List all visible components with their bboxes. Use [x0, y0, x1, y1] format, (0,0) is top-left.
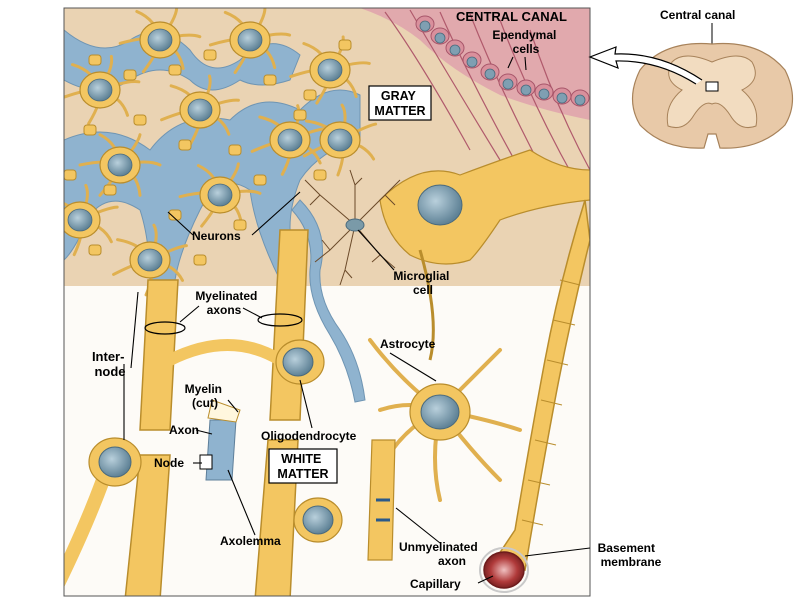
panel-border: [63, 7, 591, 597]
ependymal-cell: [445, 39, 465, 57]
synaptic-knob: [133, 114, 147, 126]
inset-central-canal-label: Central canal: [660, 8, 735, 22]
synaptic-knob: [193, 254, 207, 266]
synaptic-knob: [313, 169, 327, 181]
basement-membrane-label: Basement membrane: [598, 541, 662, 569]
neuron-cell-body: [208, 8, 292, 74]
neuron-processes: [64, 8, 378, 297]
neuron-cell-body: [302, 103, 378, 177]
synaptic-knob: [253, 174, 267, 186]
ependymal-cell: [415, 15, 435, 33]
svg-text:WHITE MATTER: WHITE MATTER: [277, 452, 328, 481]
capillary: [479, 199, 590, 593]
microglial-cell-label: Microglial cell: [393, 269, 452, 297]
neuron-cell-body: [118, 8, 202, 74]
white-matter-box: WHITE MATTER: [268, 448, 338, 484]
neuron-cell-body: [289, 35, 371, 105]
synaptic-knob: [228, 144, 242, 156]
spinal-cord-inset: Central canal: [588, 8, 794, 149]
synaptic-knob: [88, 54, 102, 66]
labels: CENTRAL CANAL Ependymal cells GRAY MATTE…: [92, 9, 662, 591]
capillary-label: Capillary: [410, 577, 461, 591]
neuron-cell-body: [78, 133, 162, 197]
synaptic-knob: [168, 209, 182, 221]
central-canal-title: CENTRAL CANAL: [456, 9, 567, 24]
gray-matter-label: GRAY: [381, 89, 417, 103]
synaptic-knob: [88, 244, 102, 256]
pointer-arrow: [588, 46, 703, 85]
ependymal-cell: [480, 63, 500, 81]
axon-label: Axon: [169, 423, 199, 437]
synaptic-knob: [103, 184, 117, 196]
oligodendrocyte: [275, 339, 325, 385]
neuron-cell-body: [160, 74, 240, 146]
synaptic-knob: [303, 89, 317, 101]
astrocyte: [368, 338, 522, 502]
synaptic-knob: [168, 64, 182, 76]
node-cell-bodies: [88, 437, 343, 543]
synaptic-knob: [263, 74, 277, 86]
oligodendrocyte-label: Oligodendrocyte: [261, 429, 357, 443]
ependymal-cell: [462, 51, 482, 69]
unmyelinated-axon-label: Unmyelinated axon: [399, 540, 481, 568]
leader-lines: [123, 56, 591, 584]
node-label: Node: [154, 456, 184, 470]
large-neuron: [379, 149, 590, 361]
svg-text:GRAY MATTER: GRAY MATTER: [374, 89, 425, 118]
internode-label: Inter- node: [92, 349, 128, 379]
ependymal-cell: [516, 79, 536, 97]
ependymal-cell: [498, 73, 518, 91]
neuron-cell-body: [250, 104, 330, 176]
main-panel: [64, 8, 590, 596]
synaptic-knob: [123, 69, 137, 81]
gray-matter-box: GRAY MATTER: [368, 85, 432, 121]
neurons-label: Neurons: [192, 229, 241, 243]
synaptic-knob: [83, 124, 97, 136]
axolemma-label: Axolemma: [220, 534, 281, 548]
ependymal-cells: [415, 15, 590, 107]
ependymal-cells-label: Ependymal cells: [492, 28, 559, 56]
ependymal-cell: [552, 87, 572, 105]
synaptic-knob: [64, 169, 77, 181]
axon-rings: [144, 313, 303, 335]
synaptic-knob: [338, 39, 352, 51]
ependymal-cell: [570, 89, 590, 107]
synaptic-knob: [233, 219, 247, 231]
neuron-cell-body: [64, 183, 119, 257]
synaptic-knob: [203, 49, 217, 61]
unmyelinated-axon: [367, 439, 396, 561]
synaptic-knob: [178, 139, 192, 151]
myelinated-axons-label: Myelinated axons: [195, 289, 260, 317]
inset-canal-box: [705, 81, 719, 92]
neuron-cell-body: [112, 223, 188, 297]
ependymal-cell: [430, 27, 450, 45]
myelin-cut-label: Myelin (cut): [185, 382, 226, 410]
synaptic-knob: [293, 109, 307, 121]
white-matter-label: WHITE: [281, 452, 321, 466]
astrocyte-label: Astrocyte: [380, 337, 436, 351]
neuron-cell-body: [64, 54, 141, 126]
ependymal-cell: [534, 83, 554, 101]
exposed-axon: [199, 399, 241, 481]
